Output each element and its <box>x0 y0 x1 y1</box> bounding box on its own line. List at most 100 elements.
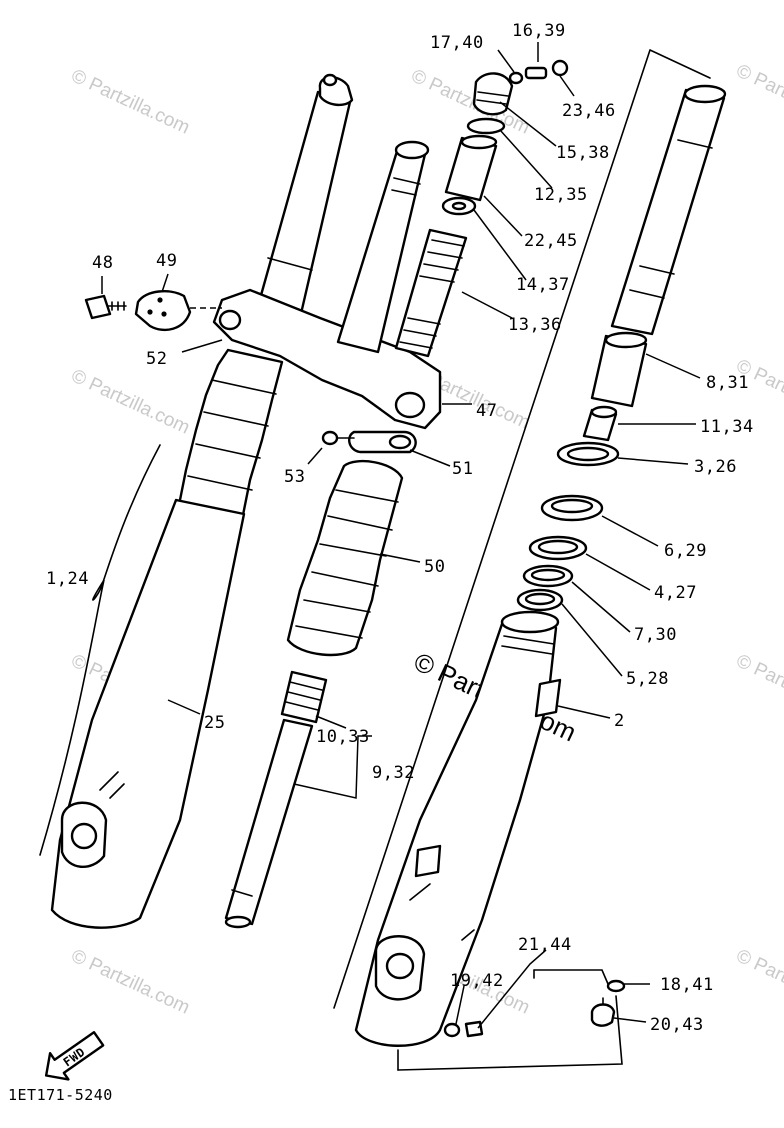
label-4-27: 4,27 <box>654 583 697 603</box>
washer-18-41 <box>606 979 626 993</box>
plate-49 <box>134 290 192 332</box>
part-labels: 17,40 16,39 23,46 15,38 12,35 22,45 14,3… <box>46 21 754 1035</box>
bushing-7-30-inner <box>530 568 566 582</box>
label-2: 2 <box>614 711 625 731</box>
label-12-35: 12,35 <box>534 185 588 205</box>
rebound-spring-coils <box>285 681 323 711</box>
damper-rod-end <box>224 915 252 929</box>
clip-inner <box>566 446 610 462</box>
label-17-40: 17,40 <box>430 33 484 53</box>
left-fork-assembly <box>39 73 442 929</box>
label-5-28: 5,28 <box>626 669 669 689</box>
right-outer-detail <box>409 883 475 941</box>
leader-lines <box>101 42 701 1029</box>
plate-hole <box>147 309 153 315</box>
steering-stem-top <box>394 140 430 160</box>
label-8-31: 8,31 <box>706 373 749 393</box>
boot-ribs <box>187 379 277 491</box>
bracket-21-44 <box>533 969 609 985</box>
oring-12-35 <box>466 117 506 135</box>
oring-17-40 <box>508 71 524 85</box>
label-22-45: 22,45 <box>524 231 578 251</box>
label-51: 51 <box>452 459 473 479</box>
label-20-43: 20,43 <box>650 1015 704 1035</box>
label-25: 25 <box>204 713 225 733</box>
bolt-21-44 <box>464 1020 484 1038</box>
left-tube-detail <box>99 771 125 799</box>
label-3-26: 3,26 <box>694 457 737 477</box>
damper-rod-9-32 <box>224 718 314 926</box>
valve-16-39 <box>524 66 548 80</box>
label-48: 48 <box>92 253 113 273</box>
cap-23-46 <box>551 59 569 77</box>
under-bracket <box>212 288 442 430</box>
right-outer-mount <box>534 678 562 718</box>
bushing-5-28-inner <box>524 592 556 606</box>
label-18-41: 18,41 <box>660 975 714 995</box>
bushing-top <box>604 331 648 349</box>
right-axle-hole <box>385 952 415 980</box>
spring-13-36 <box>394 228 468 358</box>
label-14-37: 14,37 <box>516 275 570 295</box>
label-6-29: 6,29 <box>664 541 707 561</box>
label-52: 52 <box>146 349 167 369</box>
label-49: 49 <box>156 251 177 271</box>
plate-hole <box>157 297 163 303</box>
watermark-text: © Partzilla.com <box>733 945 784 1018</box>
center-internals <box>84 59 569 929</box>
fwd-arrow-shape <box>44 1031 105 1081</box>
bolt-20-43 <box>590 1003 616 1027</box>
spacer-top <box>460 134 498 150</box>
washer-hole <box>451 201 467 211</box>
label-47: 47 <box>476 401 497 421</box>
label-7-30: 7,30 <box>634 625 677 645</box>
left-inner-tube <box>256 90 352 320</box>
right-tube-lines <box>629 139 713 299</box>
watermark-text: © Partzilla.com <box>68 945 193 1018</box>
bracket-clamp-hole <box>394 391 426 419</box>
right-fork-exploded <box>333 49 727 1071</box>
right-tube-top <box>683 84 727 104</box>
collar-top <box>590 405 618 419</box>
left-cap-bolt <box>322 73 338 87</box>
washer-4-27-inner <box>537 539 579 555</box>
clamp-hole <box>388 434 412 450</box>
label-16-39: 16,39 <box>512 21 566 41</box>
right-inner-tube <box>610 88 726 336</box>
damper-rod-ring <box>231 889 253 897</box>
label-1-24: 1,24 <box>46 569 89 589</box>
watermark-text: © Partzilla.com <box>68 65 193 138</box>
right-caliper-mount <box>414 844 442 878</box>
watermark-text: © Partzilla.com <box>733 60 784 133</box>
label-15-38: 15,38 <box>556 143 610 163</box>
bolt-53 <box>321 430 339 446</box>
label-10-33: 10,33 <box>316 727 370 747</box>
left-axle-hole <box>70 822 98 850</box>
left-tube-line <box>267 257 313 271</box>
stem-thread <box>391 177 421 196</box>
label-19-42: 19,42 <box>450 971 504 991</box>
plate-hole <box>161 311 167 317</box>
oil-seal-inner <box>550 498 594 514</box>
label-50: 50 <box>424 557 445 577</box>
label-13-36: 13,36 <box>508 315 562 335</box>
bracket-1-24 <box>39 444 161 856</box>
label-53: 53 <box>284 467 305 487</box>
bracket-hole-left <box>218 309 242 331</box>
label-9-32: 9,32 <box>372 763 415 783</box>
watermark-text: © Partzilla.com <box>68 365 193 438</box>
fork-boot-50 <box>286 459 404 657</box>
watermark-text: © Partzilla.com <box>733 650 784 723</box>
right-outer-tube-thread <box>501 635 555 655</box>
label-11-34: 11,34 <box>700 417 754 437</box>
label-21-44: 21,44 <box>518 935 572 955</box>
rebound-spring-10-33 <box>280 670 328 724</box>
bolt-48 <box>84 294 127 320</box>
right-outer-tube-top <box>500 610 560 634</box>
boot-50-ribs <box>295 489 399 639</box>
left-fork-boot <box>176 348 284 522</box>
right-fork-axis-line <box>333 49 711 1009</box>
fwd-arrow: FWD <box>44 1031 105 1081</box>
label-23-46: 23,46 <box>562 101 616 121</box>
